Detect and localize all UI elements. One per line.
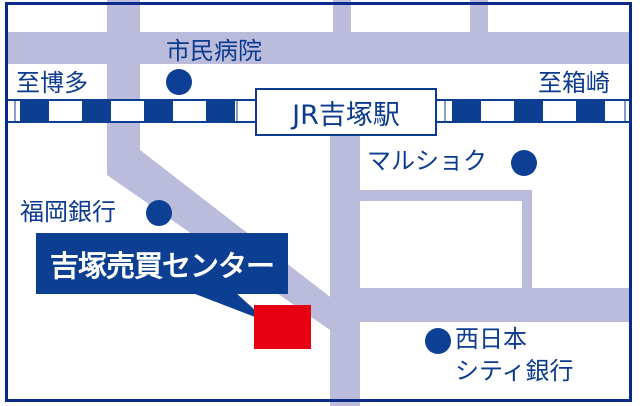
destination-label: 吉塚売買センター — [49, 248, 275, 283]
station-label: JR吉塚駅 — [292, 99, 400, 131]
landmark-fukuoka-bank-label: 福岡銀行 — [20, 198, 116, 226]
landmark-hospital-label: 市民病院 — [166, 37, 262, 65]
landmark-marushoku-label: マルショク — [367, 147, 487, 175]
destination-square-icon — [254, 305, 311, 349]
nishinippon-bank-circle-icon — [425, 328, 451, 354]
hospital-circle-icon — [166, 69, 192, 95]
fukuoka-bank-circle-icon — [146, 200, 172, 226]
direction-east-label: 至箱崎 — [538, 69, 610, 97]
landmark-nishinippon-bank-label-line1: 西日本 — [455, 325, 527, 353]
landmark-nishinippon-bank-label-line2: シティ銀行 — [455, 357, 574, 385]
marushoku-circle-icon — [511, 150, 537, 176]
station-box: JR吉塚駅 — [255, 88, 437, 136]
direction-west-label: 至博多 — [16, 69, 88, 97]
callout-pointer — [190, 292, 268, 322]
destination-callout: 吉塚売買センター — [36, 233, 288, 294]
